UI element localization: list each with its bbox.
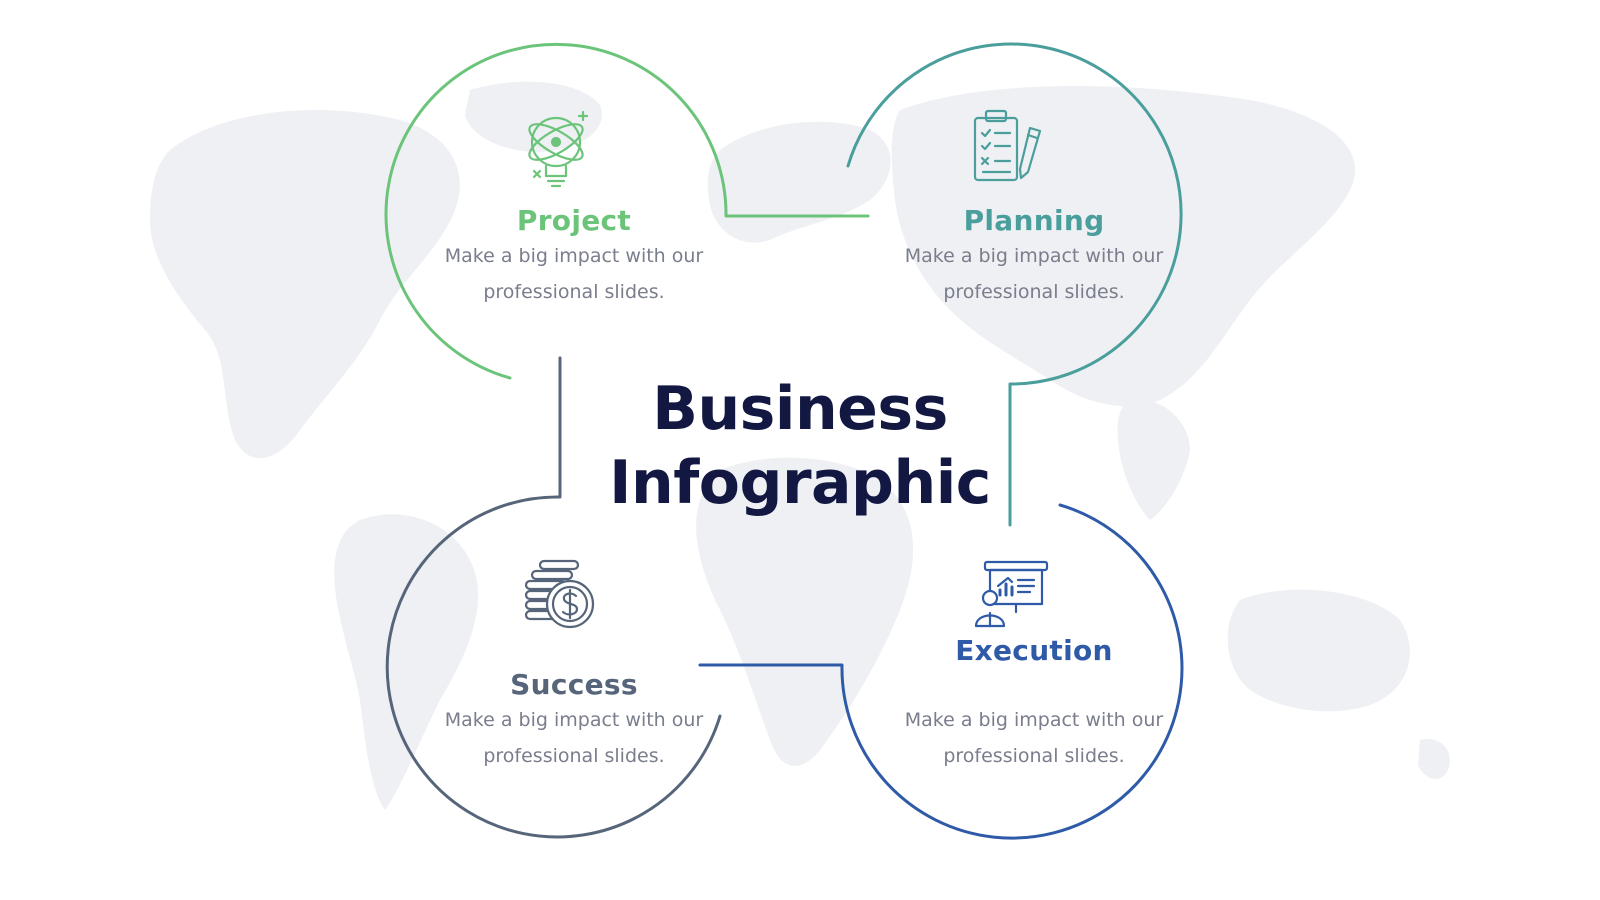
map-island-east (1418, 739, 1450, 780)
success-outline (385, 356, 722, 839)
project-outline (384, 42, 870, 380)
map-europe (707, 121, 891, 243)
map-asia (891, 86, 1356, 407)
atom-bulb-icon (528, 110, 589, 188)
execution-block: Execution (954, 634, 1114, 668)
execution-outline (698, 503, 1184, 840)
map-africa (696, 457, 914, 767)
planning-title: Planning (963, 204, 1105, 237)
execution-description: Make a big impact with our professional … (904, 709, 1164, 767)
map-north-america (150, 110, 460, 459)
execution-title: Execution (955, 634, 1113, 667)
project-title: Project (516, 204, 632, 237)
clipboard-checklist-icon (973, 109, 1042, 182)
success-title: Success (510, 668, 638, 701)
coins-dollar-icon (524, 559, 595, 629)
planning-outline (846, 42, 1183, 527)
success-description: Make a big impact with our professional … (444, 709, 704, 767)
project-description: Make a big impact with our professional … (444, 245, 704, 303)
map-australia (1227, 589, 1410, 712)
planning-description: Make a big impact with our professional … (904, 245, 1164, 303)
title-line-1: Business (652, 374, 948, 444)
planning-block: Planning Make a big impact with our prof… (904, 204, 1164, 310)
main-title: Business Infographic (560, 372, 1040, 520)
map-greenland (465, 81, 602, 152)
map-south-america (334, 514, 479, 810)
presentation-board-icon (974, 560, 1049, 628)
project-block: Project Make a big impact with our profe… (444, 204, 704, 310)
map-india (1117, 399, 1190, 520)
title-line-2: Infographic (609, 448, 991, 518)
success-block: Success Make a big impact with our profe… (444, 668, 704, 774)
world-map-background (150, 81, 1450, 810)
